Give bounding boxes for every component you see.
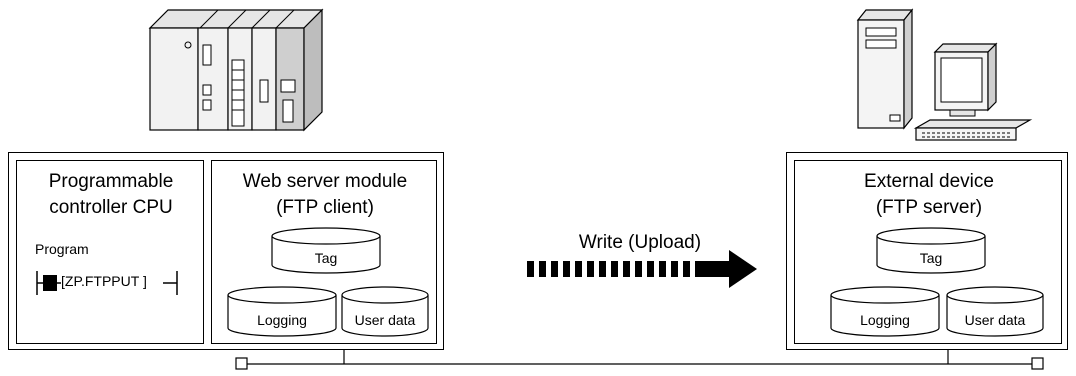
external-logging-database-icon bbox=[830, 286, 940, 337]
external-logging-label: Logging bbox=[860, 312, 910, 328]
web-module-tag-database-icon bbox=[271, 227, 381, 274]
external-user-data-database-icon bbox=[946, 286, 1044, 337]
web-module-logging-database-icon bbox=[227, 286, 337, 337]
web-module-title-line1: Web server module bbox=[242, 171, 408, 192]
external-tag-label: Tag bbox=[919, 250, 943, 266]
cpu-title-line2: controller CPU bbox=[49, 197, 173, 218]
web-module-user-data-label: User data bbox=[354, 312, 416, 328]
program-label: Program bbox=[35, 241, 89, 257]
web-module-user-data-database-icon bbox=[341, 286, 429, 337]
upload-arrow-icon bbox=[527, 250, 757, 288]
web-module-title-line2: (FTP client) bbox=[276, 197, 374, 218]
ladder-rung-icon bbox=[36, 271, 178, 295]
external-user-data-label: User data bbox=[964, 312, 1026, 328]
cpu-title-line1: Programmable bbox=[48, 171, 174, 192]
external-title-line2: (FTP server) bbox=[875, 197, 983, 218]
ftpput-instruction: [ZP.FTPPUT ] bbox=[61, 273, 147, 289]
external-tag-database-icon bbox=[876, 227, 986, 274]
web-module-tag-label: Tag bbox=[314, 250, 338, 266]
external-title-line1: External device bbox=[864, 171, 994, 192]
web-module-logging-label: Logging bbox=[257, 312, 307, 328]
cpu-box: Programmable controller CPU Program [ZP.… bbox=[16, 160, 204, 344]
transfer-label: Write (Upload) bbox=[578, 232, 702, 253]
